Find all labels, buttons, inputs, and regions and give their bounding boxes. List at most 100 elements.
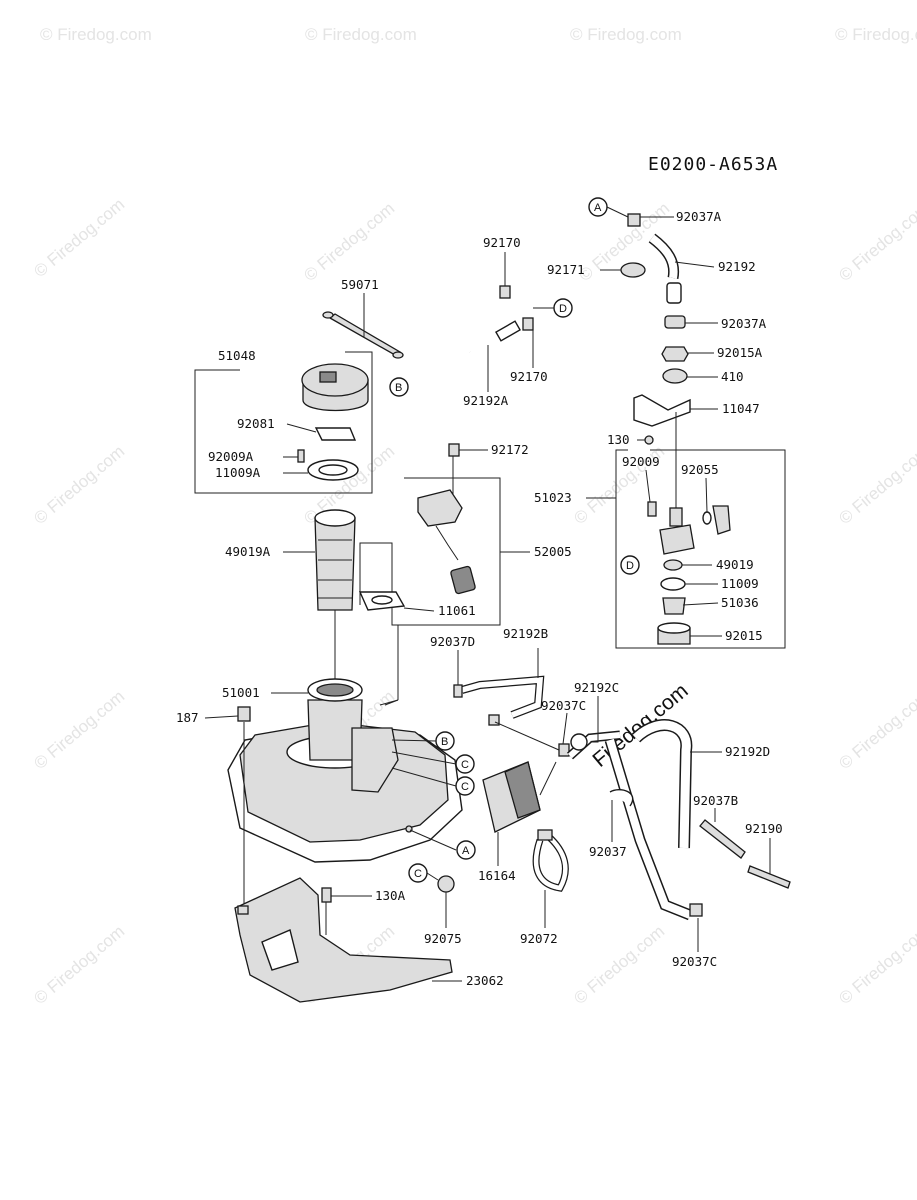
sender-52005-body [417,489,463,527]
callout-letter: D [559,303,567,315]
screw-92009 [647,501,657,517]
callout-letter: A [594,202,602,214]
hose-joint [495,320,521,342]
oring-92055 [702,511,712,525]
band-92072-clip [537,829,553,841]
part-label-92015: 92015 [725,628,763,643]
callout-letter: B [441,736,448,748]
clamp-92170-bottom [522,317,534,331]
hose-92192D-lower [606,738,692,919]
leader-line [403,607,435,612]
bushing-51036 [662,597,686,615]
part-label-49019A: 49019A [225,544,271,559]
bolt-130A [321,887,332,903]
callout-circle [389,377,409,397]
leader-line [494,721,560,751]
leader-line [705,477,708,513]
watermark-text: © Firedog.com [30,442,128,528]
part-label-51023: 51023 [534,490,572,505]
callout-c-tank-2: C [455,776,475,796]
part-label-92170-top: 92170 [483,235,521,250]
sender-assembly-bracket [359,477,501,626]
clamp-92037 [609,788,634,807]
screw-92009A [297,449,305,463]
callout-letter: C [461,759,469,771]
watermark-text: © Firedog.com [40,25,152,44]
part-label-92009: 92009 [622,454,660,469]
part-label-92192C: 92192C [574,680,619,695]
watermark-text: © Firedog.com [835,687,917,773]
watermark-text: © Firedog.com [835,199,917,285]
part-label-16164: 16164 [478,868,516,883]
watermark-text: © Firedog.com [30,195,128,281]
part-label-92190: 92190 [745,821,783,836]
tank-guard-23062-group [234,875,455,1003]
gasket-11009 [660,577,686,591]
part-label-92075: 92075 [424,931,462,946]
callout-b-tank: B [435,731,455,751]
leader-line [590,696,599,743]
part-label-11009: 11009 [721,576,759,591]
clamp-92037D [453,684,463,698]
washer-410 [662,368,688,384]
callout-letter: D [626,560,634,572]
part-label-92037C-bottom: 92037C [672,954,717,969]
bracket-11047 [633,394,691,427]
clamp-92037A-mid [664,315,686,329]
hose-92192D [632,720,691,849]
part-label-92037D: 92037D [430,634,475,649]
leader-line [682,602,719,606]
part-label-187: 187 [176,710,199,725]
tank-filler-opening [316,683,354,697]
part-label-92192D: 92192D [725,744,770,759]
callout-circles: A D B D B C C A [389,197,640,883]
leader-line [426,872,439,881]
hose-92192B [461,676,543,718]
callout-letter: A [462,845,470,857]
sender-wire [435,525,459,561]
part-labels: 92037A 92170 92171 92192 59071 92037A 51… [176,209,783,988]
hose-92192-end [666,282,682,304]
hose-92192A-group [465,285,534,353]
band-92037B [699,819,746,859]
leader-line [674,261,715,268]
part-label-92037B: 92037B [693,793,738,808]
canister-16164-side [504,761,541,819]
part-label-92009A: 92009A [208,449,254,464]
hose-92192-group [620,213,682,304]
watermark-text: © Firedog.com [835,25,917,44]
diagram-code: E0200-A653A [648,154,778,175]
callout-b-top: B [389,377,409,397]
clamp-92171 [620,262,646,278]
fuel-cock-assembly-bracket [615,449,786,649]
part-label-92015A: 92015A [717,345,763,360]
leader-line [286,423,317,433]
clamp-92037A-top [627,213,641,227]
leader-line [645,469,651,503]
gasket-11009A-hole [318,464,348,476]
plate-92081 [314,427,357,441]
nut-92015-top [657,622,691,634]
fuel-cock-lever [712,505,731,535]
part-label-92172: 92172 [491,442,529,457]
leader-line [379,699,399,706]
sender-float [450,565,476,595]
strap-end [392,351,404,359]
strap-end [322,311,334,319]
callout-a-top: A [588,197,608,217]
leader-line [391,739,437,742]
leader-line [391,767,457,787]
part-label-49019: 49019 [716,557,754,572]
filter-49019A [314,517,356,611]
callout-circle-small [570,733,588,751]
callout-letter: C [461,781,469,793]
part-label-51001: 51001 [222,685,260,700]
leader-lines [204,206,771,982]
part-label-92171: 92171 [547,262,585,277]
sender-mount-plate [351,727,399,793]
part-label-23062: 23062 [466,973,504,988]
part-label-92055: 92055 [681,462,719,477]
fuel-cock-nipple [669,507,683,527]
part-label-410: 410 [721,369,744,384]
part-label-51048: 51048 [218,348,256,363]
